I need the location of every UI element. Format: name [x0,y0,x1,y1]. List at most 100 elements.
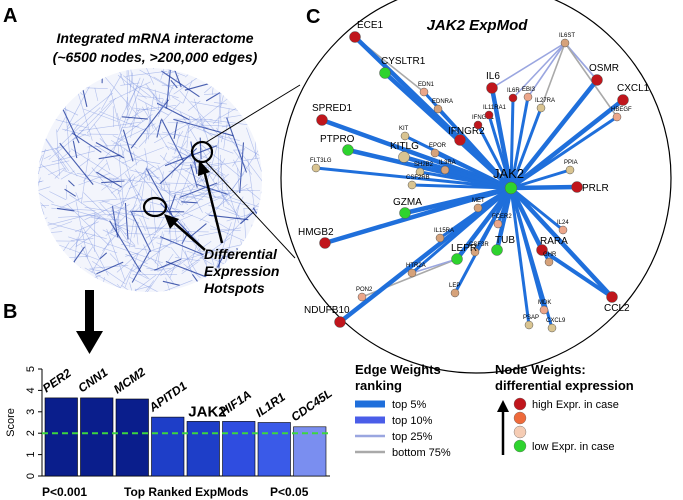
interactome-edge [38,148,46,174]
node-label-rara: RARA [540,236,568,247]
interactome-edge [141,68,155,85]
node-label-sh2b2: SH2B2 [414,162,434,168]
interactome-edge [143,244,150,260]
edge-jak2-osmr [509,78,599,190]
interactome-edge [216,127,224,139]
interactome-edge [83,87,108,89]
hotspot-arrow-1-shaft [202,169,224,244]
node-cysltr1 [379,67,391,79]
interactome-edge [139,204,155,249]
interactome-edge [168,194,176,212]
interactome-edge [160,202,200,245]
interactome-edge [38,184,54,203]
interactome-edge [45,212,97,227]
panel-c-letter: C [306,6,320,28]
edge-jak2-ebi3 [509,96,530,189]
expmod-edges [315,35,625,329]
interactome-edge [55,107,101,151]
interactome-edge [63,170,122,192]
node-il15ra [435,233,445,243]
interactome-edge [161,71,177,75]
node-mdk [539,305,549,315]
interactome-edge [64,92,113,132]
interactome-edge [47,222,107,240]
interactome-edge [111,216,131,245]
interactome-edge [158,94,160,110]
interactome-edge [59,150,72,161]
interactome-edge [38,160,70,174]
interactome-edge [162,280,180,286]
node-legend-label: high Expr. in case [532,399,619,411]
interactome-edge [204,157,262,168]
interactome-edge [224,204,240,266]
interactome-edge [144,253,174,292]
interactome-edge [179,111,209,161]
node-label-il6st: IL6ST [559,33,575,39]
interactome-edge [108,243,163,264]
bar-label-per2: PER2 [40,366,74,396]
interactome-edge [133,222,139,238]
edge-jak2-ppia [510,168,571,190]
interactome-edge [174,132,180,155]
edge-legend-title-line2: ranking [355,378,402,393]
interactome-edge [40,163,60,180]
interactome-edge [70,238,94,241]
interactome-edge [82,89,88,108]
interactome-edge [131,235,182,272]
interactome-edge [121,147,164,164]
interactome-edge [146,87,167,110]
interactome-edge [121,244,136,248]
interactome-edge [160,171,164,189]
node-epor [430,148,440,158]
y-tick-label: 0 [25,473,37,479]
down-arrow-shaft [85,290,94,333]
interactome-edge [74,221,99,233]
interactome-edge [183,173,229,215]
node-label-spred1: SPRED1 [312,103,352,114]
interactome-edge [219,191,243,222]
interactome-edge [59,244,100,261]
interactome-edge [145,103,154,129]
interactome-edge [209,228,241,231]
node-psap [524,320,534,330]
edge-jak2-prlr [510,184,578,191]
interactome-edge [38,180,44,193]
node-label-csf2rb: CSF2RB [406,175,430,181]
interactome-edge [56,207,75,212]
interactome-edge [131,250,151,283]
interactome-edge [98,154,121,160]
interactome-edge [106,68,125,86]
edge-legend-label: bottom 75% [392,447,451,459]
interactome-edge [76,173,120,181]
bottom-left-label: P<0.001 [42,485,87,499]
bar-label-cdc45l: CDC45L [288,386,334,424]
interactome-edge [72,140,78,159]
interactome-edge [101,160,140,191]
interactome-edge [209,119,249,126]
hotspot-label-line1: Differential [204,246,278,262]
interactome-edge [130,182,143,216]
node-label-jak2: JAK2 [493,166,524,181]
interactome-edge [124,233,157,235]
interactome-edge [128,184,138,189]
bar-label-hif1a: HIF1A [217,388,253,419]
node-label-ppia: PPIA [564,160,578,166]
bar-jak2 [186,421,220,477]
node-il11ra1 [484,110,494,120]
node-ppia [565,165,575,175]
node-label-flt3lg: FLT3LG [310,158,332,164]
interactome-edge [125,254,148,265]
node-label-ndufb10: NDUFB10 [304,305,350,316]
node-htr2a [407,268,417,278]
node-il3ra [440,165,450,175]
interactome-edge [126,107,149,121]
bottom-right-label: P<0.05 [270,485,309,499]
edge-jak2-tub [494,187,514,251]
interactome-edge [109,81,151,102]
interactome-edge [139,168,147,211]
interactome-edge [51,221,73,230]
node-hbegf [612,112,622,122]
interactome-edge [134,168,163,201]
interactome-edge [38,146,64,157]
interactome-edge [190,164,198,188]
